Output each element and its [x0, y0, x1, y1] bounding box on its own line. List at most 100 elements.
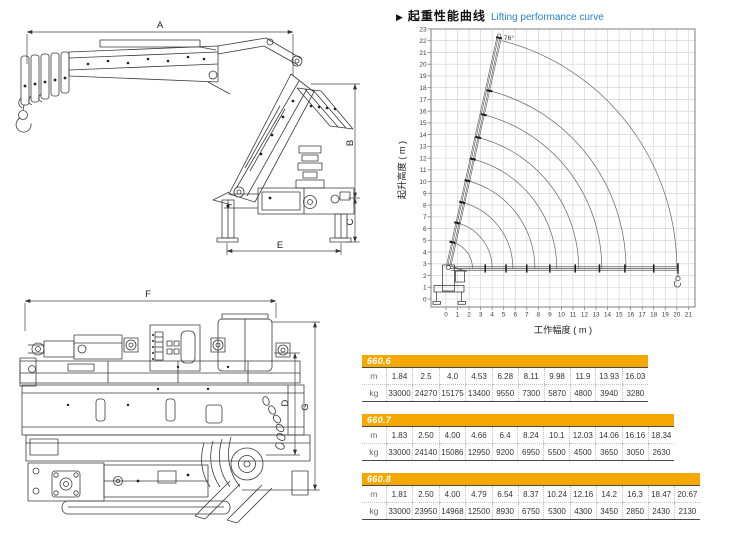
svg-text:14: 14 [604, 312, 612, 319]
dimension-lines [24, 299, 320, 491]
crane-base-sketch [432, 264, 468, 305]
chart-grid [431, 28, 695, 307]
crane-working-position-drawing: A B C E [8, 6, 380, 283]
table-model-badge: 660.6 [362, 355, 648, 368]
value-cell: 12.03 [569, 427, 596, 444]
value-cell: 14968 [438, 502, 466, 520]
section-title-cn: 起重性能曲线 [407, 9, 486, 23]
load-curves [452, 40, 678, 269]
value-cell: 24270 [412, 384, 440, 402]
value-cell: 14.2 [595, 486, 623, 503]
row-label: m [362, 427, 387, 444]
svg-text:21: 21 [419, 50, 427, 57]
crane-working-drawing-svg: A B C E [15, 20, 360, 255]
value-cell: 4.00 [438, 427, 466, 444]
value-cell: 8930 [491, 502, 519, 520]
value-cell: 33000 [385, 502, 413, 520]
svg-text:14: 14 [419, 132, 427, 139]
value-cell: 16.03 [621, 368, 648, 385]
value-cell: 14.06 [595, 427, 623, 444]
value-cell: 15175 [438, 384, 466, 402]
value-cell: 18.47 [647, 486, 675, 503]
svg-text:7: 7 [423, 214, 427, 221]
svg-text:9: 9 [423, 191, 427, 198]
svg-text:8: 8 [537, 312, 541, 319]
svg-text:1: 1 [423, 285, 427, 292]
svg-text:10: 10 [558, 312, 566, 319]
table-model-badge: 660.7 [362, 414, 674, 427]
svg-text:12: 12 [419, 155, 427, 162]
value-cell: 6.54 [491, 486, 519, 503]
value-cell: 8.24 [517, 427, 544, 444]
chart-border [430, 28, 696, 308]
svg-text:20: 20 [419, 62, 427, 69]
section-title-en: Lifting performance curve [490, 12, 604, 23]
svg-text:21: 21 [685, 312, 693, 319]
value-cell: 6.4 [491, 427, 518, 444]
value-cell: 33000 [385, 443, 413, 461]
value-cell: 3050 [621, 443, 649, 461]
value-cell: 6950 [517, 443, 544, 461]
svg-text:23: 23 [419, 26, 427, 33]
value-cell: 4500 [569, 443, 596, 461]
value-cell: 13400 [465, 384, 493, 402]
svg-text:6: 6 [513, 312, 517, 319]
svg-text:13: 13 [419, 144, 427, 151]
crane-stowed-position-drawing: F D G [8, 285, 358, 538]
crane-pin-dots [66, 334, 230, 483]
svg-text:11: 11 [420, 167, 427, 174]
value-cell: 9200 [491, 443, 518, 461]
value-cell: 1.81 [385, 486, 413, 503]
value-cell: 11.9 [569, 368, 596, 385]
value-cell: 1.83 [385, 427, 413, 444]
svg-text:16: 16 [627, 312, 635, 319]
value-cell: 2.50 [412, 486, 440, 503]
value-cell: 1.84 [385, 368, 413, 385]
value-cell: 33000 [385, 384, 413, 402]
value-cell: 6750 [517, 502, 544, 520]
row-label: kg [369, 506, 379, 516]
value-cell: 2.50 [412, 427, 440, 444]
table-model-badge: 660.8 [362, 473, 700, 486]
value-cell: 3450 [595, 502, 623, 520]
value-cell: 5300 [543, 502, 571, 520]
value-cell: 16.16 [621, 427, 649, 444]
value-cell: 9550 [491, 384, 519, 402]
value-cell: 4800 [569, 384, 596, 402]
dim-label-g: G [300, 403, 311, 410]
value-cell: 2.5 [412, 368, 440, 385]
value-cell: 4.0 [438, 368, 466, 385]
svg-text:1: 1 [456, 312, 460, 319]
value-cell: 3650 [595, 443, 623, 461]
dim-label-a: A [157, 20, 164, 31]
value-cell: 2850 [621, 502, 649, 520]
svg-text:15: 15 [419, 120, 427, 127]
y-axis-title: 起升高度 ( m ) [396, 141, 407, 199]
svg-text:19: 19 [662, 312, 670, 319]
svg-text:9: 9 [548, 312, 552, 319]
value-cell: 24140 [412, 443, 440, 461]
value-cell: 16.3 [621, 486, 649, 503]
value-cell: 2430 [647, 502, 675, 520]
value-cell: 3940 [595, 384, 623, 402]
svg-text:18: 18 [650, 312, 658, 319]
value-cell: 10.1 [543, 427, 570, 444]
svg-text:12: 12 [581, 312, 589, 319]
vertical-boom-drawing [446, 33, 503, 266]
dimension-labels: A B C E [157, 20, 356, 251]
value-cell: 5500 [543, 443, 570, 461]
svg-text:22: 22 [419, 38, 427, 45]
svg-text:16: 16 [419, 108, 427, 115]
